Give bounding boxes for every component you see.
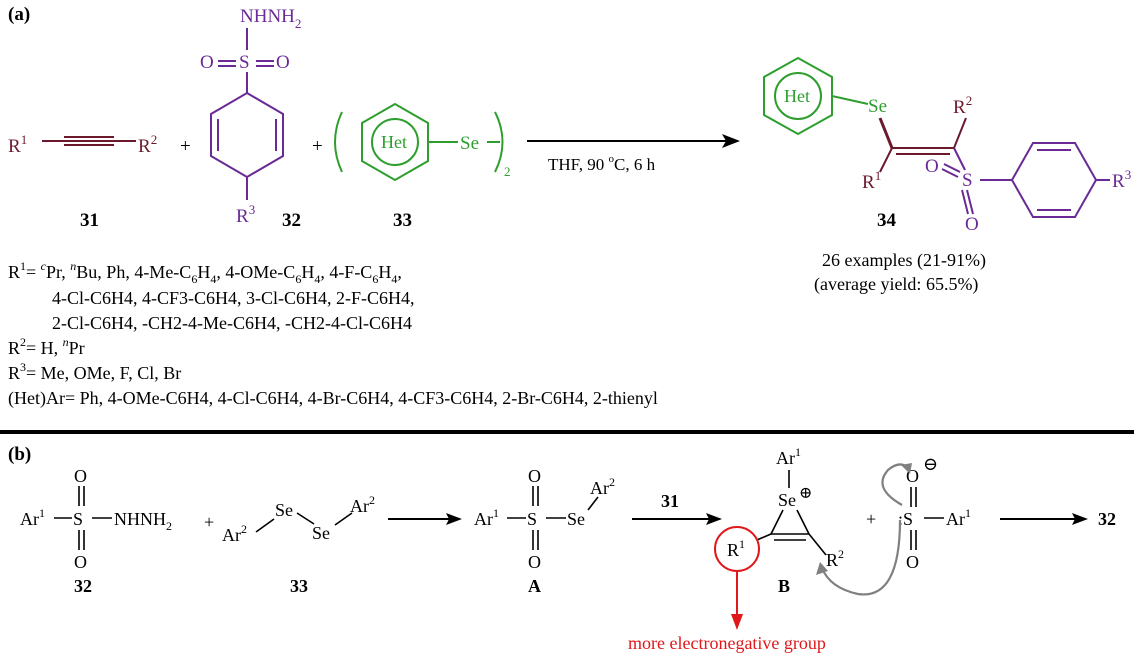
svg-text:O: O [528,466,541,486]
b-r1: R1 [727,537,745,560]
compound-number-33: 33 [393,210,412,231]
svg-text:Ar1: Ar1 [474,506,499,529]
yield-summary-line1: 26 examples (21-91%) [822,250,986,271]
scope-r1-line2: 4-Cl-C6H4, 4-CF3-C6H4, 3-Cl-C6H4, 2-F-C6… [52,288,415,308]
scope-r1-line1: R1= cPr, nBu, Ph, 4-Me-C6H4, 4-OMe-C6H4,… [8,259,402,286]
reagent-31-alkyne: R1 R2 31 [8,132,157,231]
svg-text:Ar2: Ar2 [590,475,615,498]
compound-number-32-b: 32 [74,576,92,596]
svg-text:S: S [239,52,250,73]
r1-label: R1 [8,132,27,157]
compound-number-34: 34 [877,210,897,231]
product-34: Het Se R1 R2 S O O R3 34 [763,56,1131,235]
reagent-33-diselenide: Het Se 2 33 [334,102,511,231]
compound-number-31: 31 [80,210,99,231]
scope-het: (Het)Ar= Ph, 4-OMe-C6H4, 4-Cl-C6H4, 4-Br… [8,388,658,409]
panel-a-label: (a) [8,4,30,25]
svg-text:Ar1: Ar1 [20,506,45,529]
mechanism-compound-33: Ar2 Se Se Ar2 33 [222,493,375,596]
plus-sign: + [866,509,876,529]
mechanism-compound-32: Ar1 S O O NHNH2 32 [20,466,172,596]
intermediate-label-A: A [528,576,541,596]
svg-text:O: O [528,552,541,572]
plus-sign: + [204,512,214,532]
het-label: Het [381,132,407,152]
svg-text:Ar2: Ar2 [222,522,247,545]
mechanism-arrow-1 [388,513,462,525]
svg-text:O: O [906,552,919,572]
svg-text:Ar1: Ar1 [776,445,801,468]
svg-text:S: S [527,509,537,529]
scope-r2: R2= H, nPr [8,335,85,358]
intermediate-label-B: B [778,576,790,596]
svg-text:Se: Se [275,500,293,520]
svg-text:O: O [925,156,939,177]
negative-charge: ⊖ [923,454,938,474]
compound-number-33-b: 33 [290,576,308,596]
reagent-31-label: 31 [661,491,679,511]
scope-r3: R3= Me, OMe, F, Cl, Br [8,360,181,383]
scope-r1-line3: 2-Cl-C6H4, -CH2-4-Me-C6H4, -CH2-4-Cl-C6H… [52,313,412,333]
svg-text::S: :S [898,509,913,529]
positive-charge: ⊕ [799,485,812,502]
compound-number-32: 32 [282,210,301,231]
svg-text:Ar2: Ar2 [350,493,375,516]
product-r2: R2 [953,93,972,118]
panel-divider [0,430,1134,434]
svg-text:O: O [200,52,214,73]
product-r3: R3 [1112,167,1131,192]
svg-text:NHNH2: NHNH2 [114,509,172,533]
electron-flow-arrows [820,463,909,596]
svg-text:S: S [73,509,83,529]
electronegative-annotation: more electronegative group [628,571,826,653]
intermediate-A: Ar1 S O O Se Ar2 A [474,466,615,596]
r2-label: R2 [138,132,157,157]
reagent-32-sulfonyl-hydrazide: NHNH2 O S O R3 32 [200,6,301,231]
se-label: Se [460,133,479,154]
svg-text:Se: Se [778,490,796,510]
product-se-label: Se [868,96,887,117]
annotation-text: more electronegative group [628,633,826,653]
plus-sign: + [312,136,323,157]
svg-text:O: O [74,466,87,486]
svg-text:Ar1: Ar1 [946,506,971,529]
substituent-scope: R1= cPr, nBu, Ph, 4-Me-C6H4, 4-OMe-C6H4,… [8,259,658,409]
hydrazide-group: NHNH2 [240,6,301,31]
r3-label: R3 [236,202,255,227]
final-product-32: 32 [1098,509,1116,529]
mechanism-arrow-3: 32 [1000,509,1116,529]
svg-text:Het: Het [784,86,810,106]
reaction-arrow-a: THF, 90 oC, 6 h [527,134,740,174]
svg-text:2: 2 [504,164,511,179]
svg-text:O: O [74,552,87,572]
sulfinate-anion: O ⊖ :S O Ar1 [898,454,971,572]
svg-text:Se: Se [567,509,585,529]
svg-text:O: O [965,214,979,235]
product-sulfur: S [962,170,973,191]
panel-b-label: (b) [8,444,31,465]
plus-sign: + [180,136,191,157]
mechanism-arrow-2: 31 [632,491,722,525]
svg-text:O: O [276,52,290,73]
yield-summary-line2: (average yield: 65.5%) [814,274,978,295]
svg-text:Se: Se [312,523,330,543]
b-r2: R2 [826,547,844,570]
reaction-conditions: THF, 90 oC, 6 h [548,153,656,174]
product-r1: R1 [862,168,881,193]
